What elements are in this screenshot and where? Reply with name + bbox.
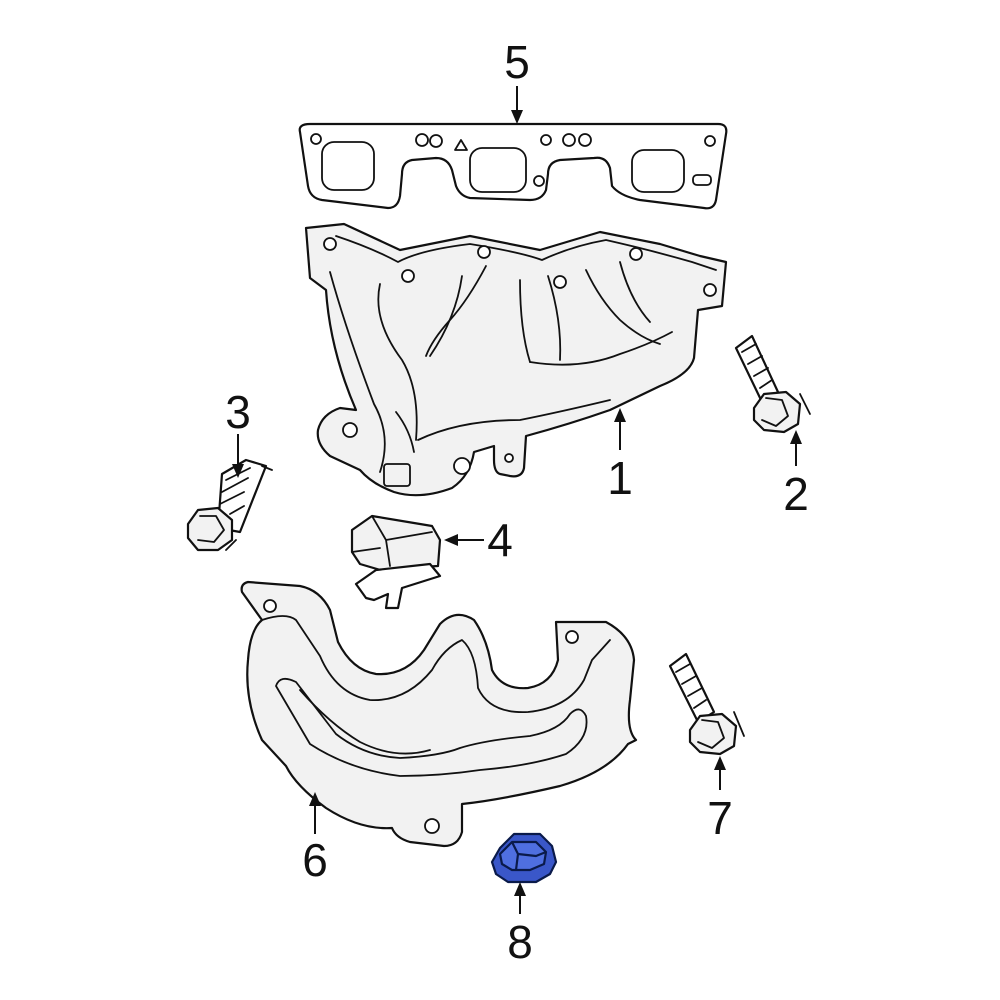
callout-label-6: 6 bbox=[302, 834, 328, 886]
callout-label-4: 4 bbox=[487, 514, 513, 566]
callout-3: 3 bbox=[225, 386, 251, 478]
callout-label-1: 1 bbox=[607, 452, 633, 504]
exhaust-manifold-part[interactable] bbox=[304, 222, 728, 497]
callout-7: 7 bbox=[707, 756, 733, 844]
callout-5: 5 bbox=[504, 36, 530, 124]
callout-6: 6 bbox=[302, 792, 328, 886]
callout-4: 4 bbox=[444, 514, 513, 566]
callout-label-2: 2 bbox=[783, 468, 809, 520]
bolt-left-part[interactable] bbox=[186, 458, 273, 552]
heat-shield-part[interactable] bbox=[240, 580, 638, 848]
bolt-lower-part[interactable] bbox=[668, 652, 745, 756]
bolt-right-part[interactable] bbox=[734, 334, 811, 434]
callout-label-3: 3 bbox=[225, 386, 251, 438]
gasket-part[interactable] bbox=[298, 122, 728, 210]
callout-label-8: 8 bbox=[507, 916, 533, 968]
bracket-part[interactable] bbox=[350, 514, 442, 610]
callout-label-5: 5 bbox=[504, 36, 530, 88]
callout-1: 1 bbox=[607, 408, 633, 504]
callout-label-7: 7 bbox=[707, 792, 733, 844]
callout-2: 2 bbox=[783, 430, 809, 520]
callout-8: 8 bbox=[507, 882, 533, 968]
nut-part[interactable] bbox=[490, 832, 558, 884]
